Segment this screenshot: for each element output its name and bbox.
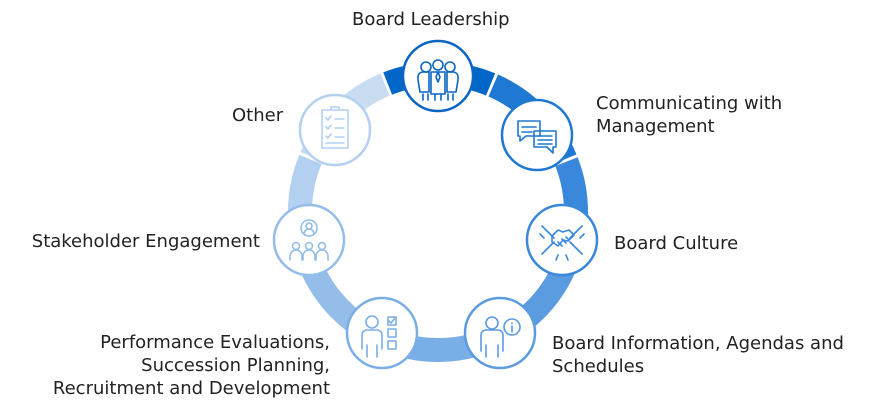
label-line: Other — [232, 105, 284, 126]
node-stakeholder-engagement — [272, 203, 346, 277]
stakeholders-icon — [289, 219, 329, 261]
label-line: Communicating with — [596, 93, 783, 114]
node-board-culture — [525, 203, 599, 277]
label-line: Recruitment and Development — [52, 378, 330, 399]
label-line: Succession Planning, — [141, 355, 330, 376]
person-checklist-icon — [361, 315, 397, 358]
label-communicating-with-management: Communicating with Management — [596, 92, 782, 138]
label-other: Other — [232, 104, 283, 127]
person-info-icon — [480, 316, 521, 358]
joined-hands-icon — [539, 225, 585, 261]
label-line: Schedules — [552, 356, 645, 377]
board-leadership-icon — [417, 59, 459, 101]
node-performance-evaluations — [345, 296, 419, 370]
document-checklist-icon — [321, 106, 349, 149]
label-line: Board Leadership — [352, 9, 510, 30]
label-board-information: Board Information, Agendas and Schedules — [552, 332, 844, 378]
node-communicating-with-management — [500, 98, 574, 172]
label-line: Performance Evaluations, — [100, 332, 330, 353]
label-line: Stakeholder Engagement — [31, 231, 260, 252]
label-board-culture: Board Culture — [614, 232, 738, 255]
label-line: Board Culture — [614, 233, 739, 254]
label-stakeholder-engagement: Stakeholder Engagement — [32, 230, 260, 253]
node-board-information — [463, 296, 537, 370]
chat-bubbles-icon — [517, 120, 557, 154]
node-board-leadership — [401, 39, 475, 113]
label-line: Board Information, Agendas and — [552, 333, 844, 354]
node-other — [298, 93, 372, 167]
label-line: Management — [596, 116, 715, 137]
label-performance-evaluations: Performance Evaluations, Succession Plan… — [53, 331, 330, 400]
label-board-leadership: Board Leadership — [352, 8, 510, 31]
topic-nodes — [272, 39, 599, 370]
